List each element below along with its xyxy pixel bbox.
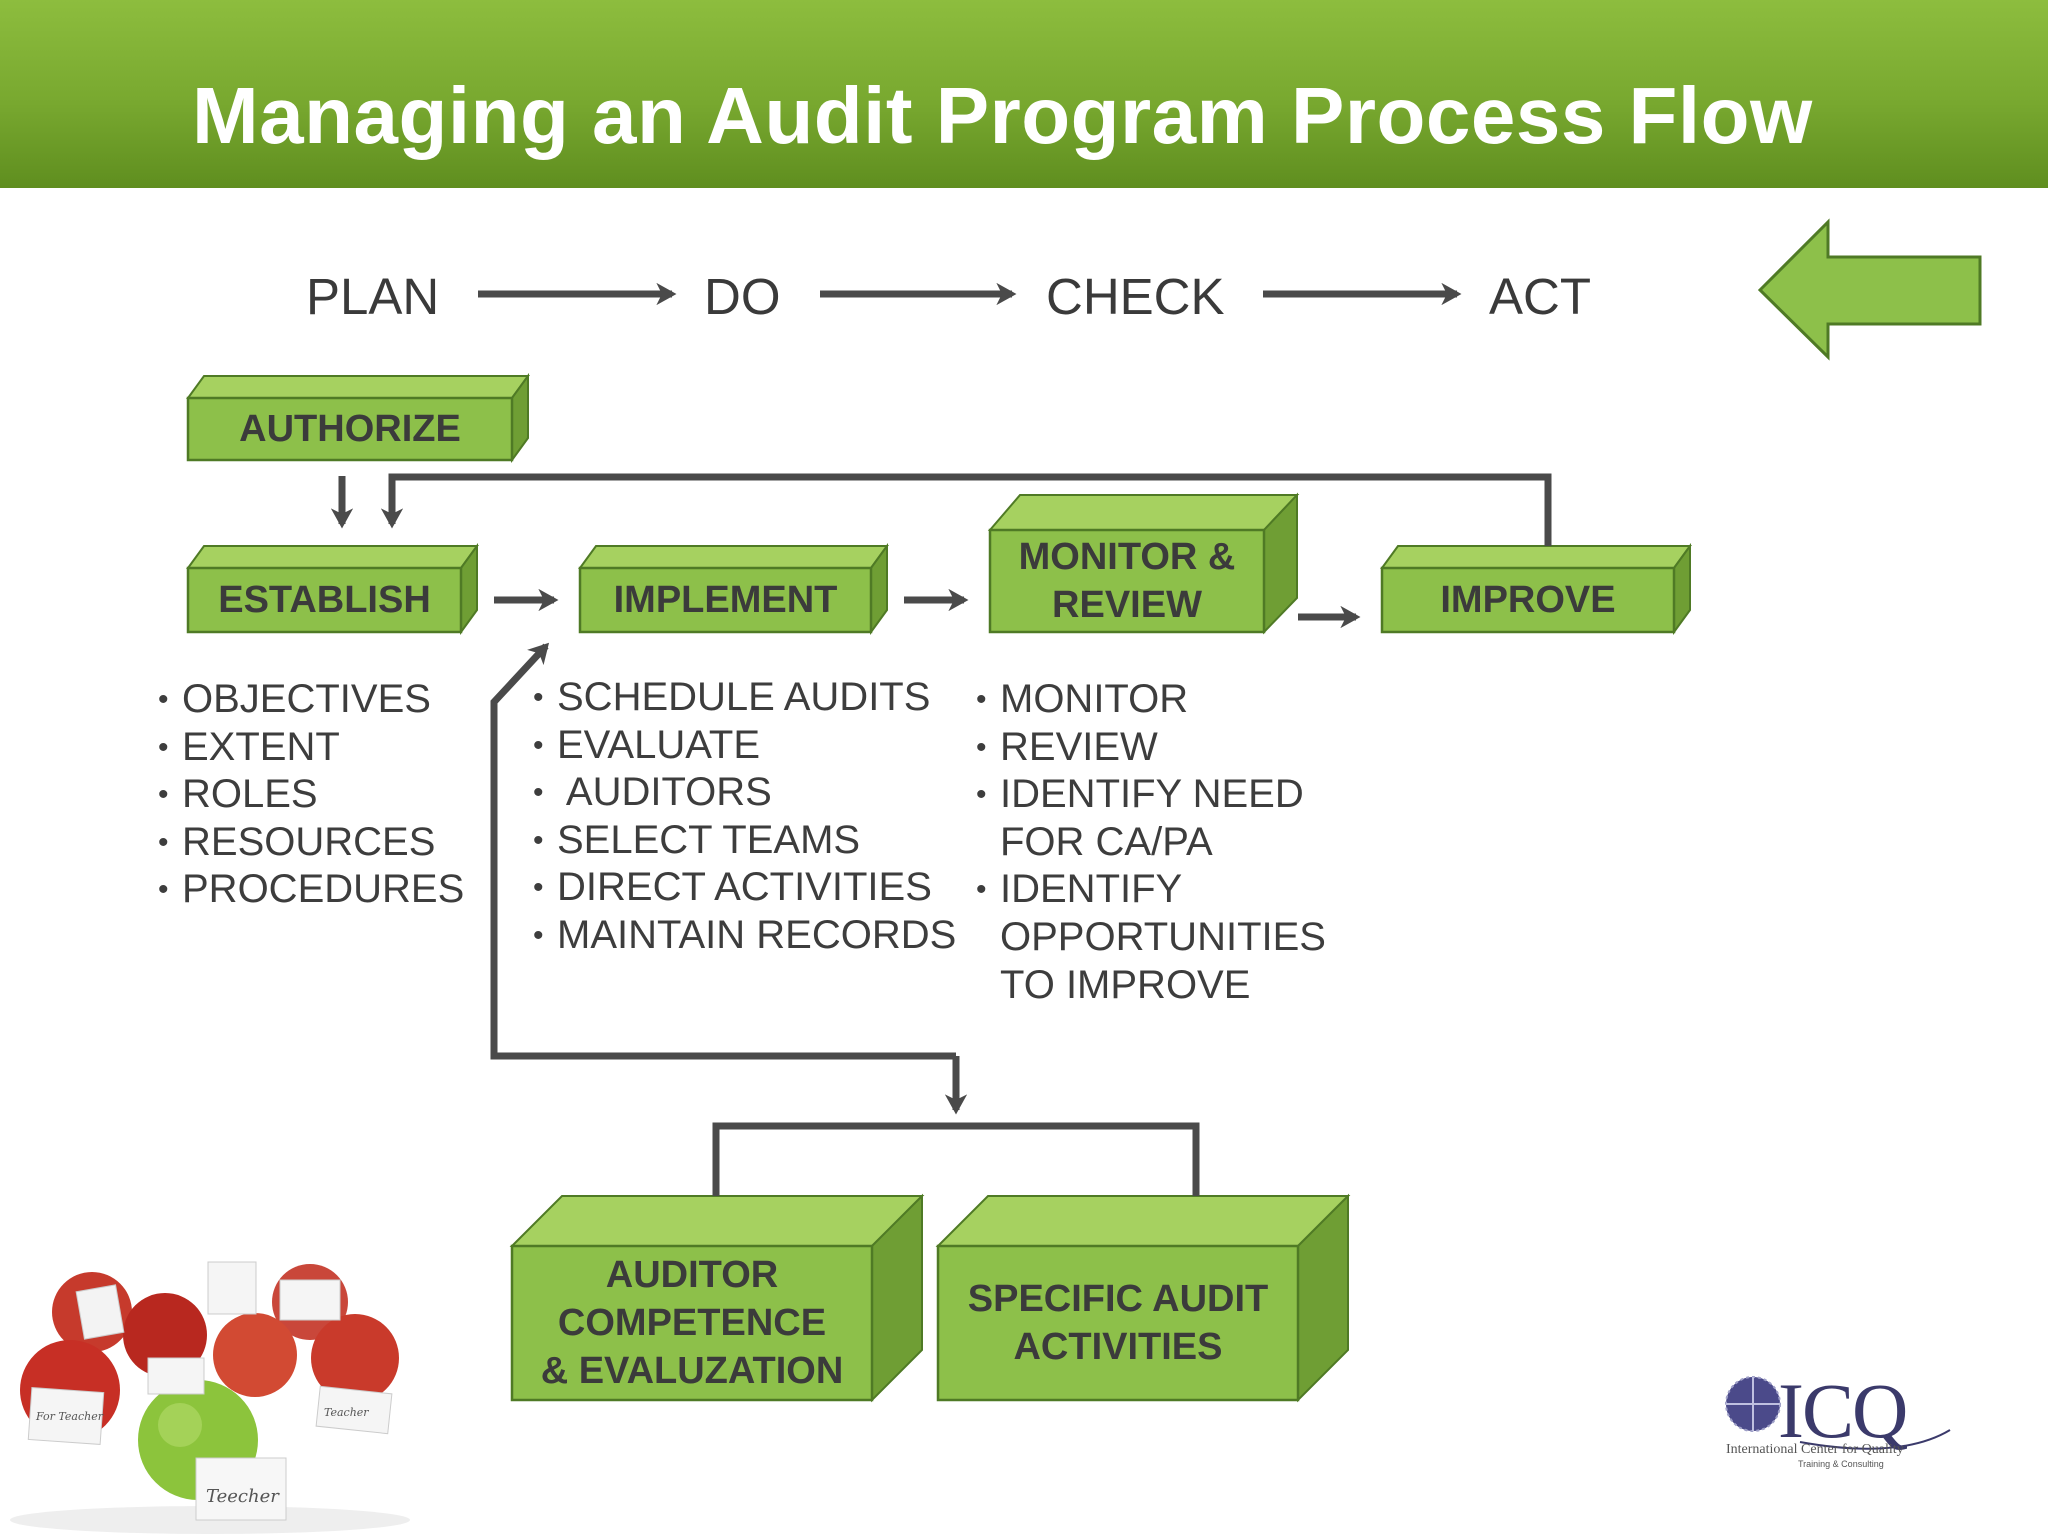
monitor-list: MONITOR REVIEW IDENTIFY NEED FOR CA/PA I… (976, 676, 1326, 1009)
pdca-check: CHECK (1046, 268, 1225, 325)
icq-logo: ICQ International Center for Quality Tra… (1726, 1367, 1966, 1474)
title-bar (0, 0, 2048, 188)
back-arrow-icon (1757, 218, 1982, 361)
logo-mark: ICQ (1778, 1367, 1908, 1454)
list-item: IDENTIFY (976, 866, 1326, 914)
specific-audit-box (935, 1193, 1351, 1403)
authorize-label: AUTHORIZE (239, 407, 461, 450)
implement-list: SCHEDULE AUDITS EVALUATE AUDITORS SELECT… (533, 674, 956, 960)
pdca-do: DO (704, 268, 781, 325)
pdca-act: ACT (1489, 268, 1591, 325)
implement-box (578, 542, 889, 636)
establish-box (186, 542, 479, 636)
list-item: AUDITORS (533, 769, 956, 817)
list-item: REVIEW (976, 724, 1326, 772)
list-item: RESOURCES (158, 819, 464, 867)
list-item: DIRECT ACTIVITIES (533, 864, 956, 912)
list-item: MAINTAIN RECORDS (533, 912, 956, 960)
specific-audit-label: SPECIFIC AUDIT ACTIVITIES (967, 1278, 1269, 1368)
icq-globe-icon (1725, 1376, 1951, 1450)
photo-note-2: For Teacher (35, 1410, 104, 1423)
lower-boxes-bracket (712, 1122, 1200, 1196)
list-item: MONITOR (976, 676, 1326, 724)
pdca-plan: PLAN (306, 268, 440, 325)
list-item: PROCEDURES (158, 866, 464, 914)
improve-box (1380, 542, 1692, 636)
implement-label: IMPLEMENT (613, 578, 838, 621)
photo-note-3: Teacher (324, 1406, 369, 1419)
authorize-box (186, 372, 530, 464)
logo-name: International Center for Quality (1726, 1442, 1904, 1457)
list-item: EVALUATE (533, 722, 956, 770)
list-item: OBJECTIVES (158, 676, 464, 724)
photo-note-1: Teecher (206, 1486, 280, 1507)
support-loop-connector (490, 642, 956, 1060)
list-item-continuation: FOR CA/PA (1000, 819, 1213, 864)
improve-feedback-loop (380, 473, 1552, 546)
apples-photo: Teecher For Teacher Teacher (10, 1261, 410, 1534)
monitor-review-label: MONITOR & REVIEW (1018, 536, 1236, 626)
list-item-continuation: TO IMPROVE (1000, 962, 1251, 1007)
auditor-competence-label: AUDITOR COMPETENCE & EVALUZATION (540, 1254, 844, 1392)
list-item: IDENTIFY NEED (976, 771, 1326, 819)
logo-tagline: Training & Consulting (1798, 1459, 1884, 1469)
improve-label: IMPROVE (1440, 578, 1616, 621)
list-item: EXTENT (158, 724, 464, 772)
slide-title: Managing an Audit Program Process Flow (192, 71, 1813, 160)
list-item: SELECT TEAMS (533, 817, 956, 865)
list-item-continuation: OPPORTUNITIES (1000, 914, 1326, 959)
list-item: ROLES (158, 771, 464, 819)
establish-label: ESTABLISH (218, 578, 431, 621)
monitor-review-box (987, 492, 1300, 635)
auditor-competence-box (509, 1193, 925, 1403)
establish-list: OBJECTIVES EXTENT ROLES RESOURCES PROCED… (158, 676, 464, 914)
list-item: SCHEDULE AUDITS (533, 674, 956, 722)
